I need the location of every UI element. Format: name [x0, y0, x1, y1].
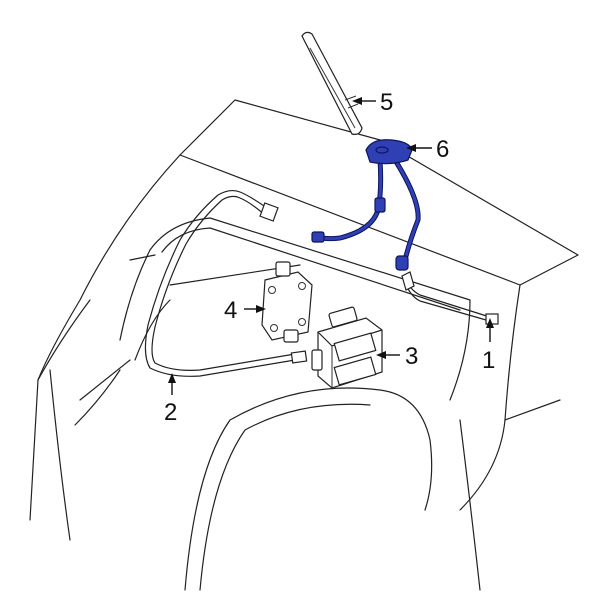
- callout-1-label: 1: [482, 347, 495, 374]
- bracket: [261, 261, 313, 343]
- callout-1: 1: [482, 318, 495, 374]
- callout-2-label: 2: [164, 399, 177, 426]
- antenna-lead: [401, 271, 499, 325]
- antenna-base-assembly: [311, 139, 421, 271]
- coax-cable: [144, 189, 308, 377]
- callout-3: 3: [376, 343, 418, 370]
- callout-2: 2: [164, 373, 177, 426]
- vehicle-body: [29, 99, 579, 591]
- callout-4: 4: [224, 297, 266, 324]
- antenna-mast: [301, 31, 363, 135]
- callout-5: 5: [352, 89, 393, 116]
- callout-3-label: 3: [405, 343, 418, 370]
- control-module: [311, 306, 383, 389]
- callout-5-label: 5: [380, 89, 393, 116]
- callout-6-label: 6: [436, 136, 449, 163]
- callout-6: 6: [406, 136, 449, 163]
- callout-4-label: 4: [224, 297, 237, 324]
